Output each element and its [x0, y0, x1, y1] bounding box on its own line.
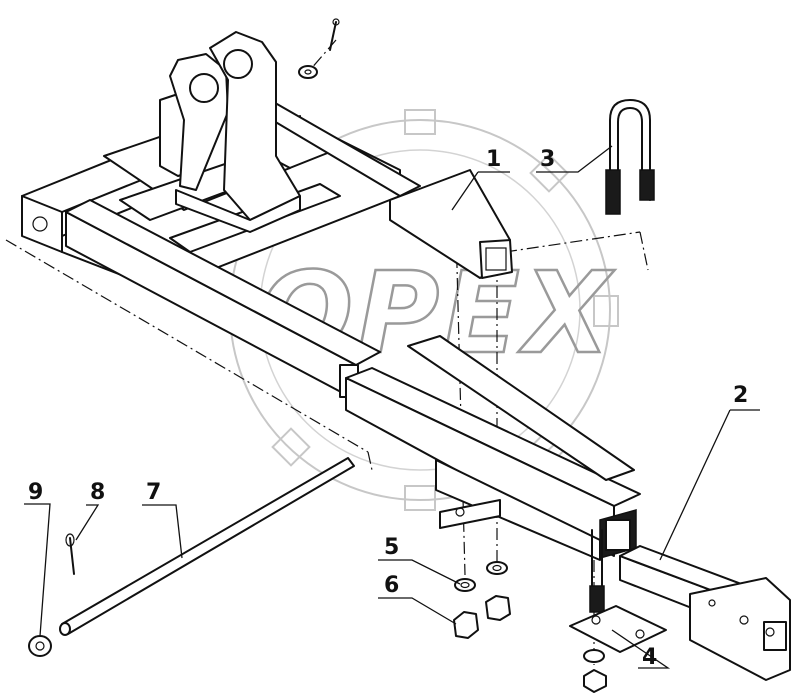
- hitch-tower-assembly: [159, 31, 301, 233]
- callout-label-1: 1: [486, 147, 501, 172]
- callout-label-9: 9: [28, 480, 43, 505]
- part-9-washer: [28, 635, 52, 657]
- part-3-u-bolt: [605, 99, 655, 215]
- top-cotter-pin: [298, 18, 340, 79]
- part-8-cotter-pin: [65, 533, 75, 575]
- callout-label-6: 6: [384, 573, 399, 598]
- mounting-plate: [439, 499, 501, 529]
- part-7-pin-shaft: [59, 457, 355, 636]
- part-4-clamp-plate: [569, 529, 667, 693]
- callout-label-4: 4: [642, 645, 657, 670]
- callout-label-7: 7: [146, 480, 161, 505]
- part-6-nuts: [453, 595, 511, 639]
- callout-leaders: [24, 145, 760, 669]
- part-1-square-tube: [389, 169, 513, 279]
- part-2-drawbar: [345, 335, 791, 681]
- part-5-washers: [454, 561, 508, 592]
- callout-label-5: 5: [384, 535, 399, 560]
- callout-label-8: 8: [90, 480, 105, 505]
- callout-label-2: 2: [733, 383, 748, 408]
- callout-label-3: 3: [540, 147, 555, 172]
